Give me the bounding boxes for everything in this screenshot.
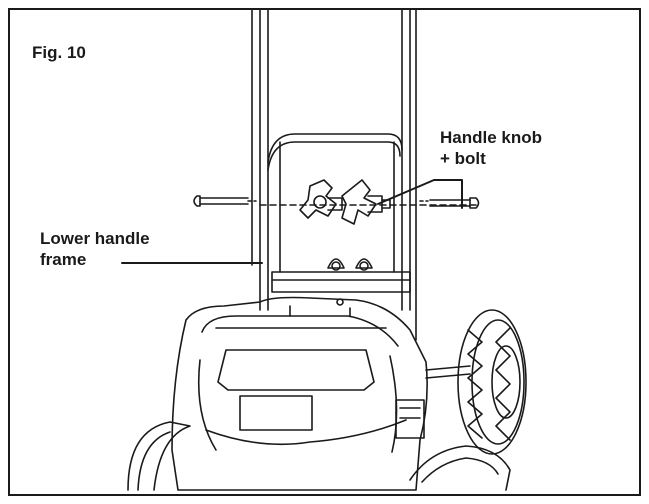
callout-lower-handle-frame-line1: Lower handle: [40, 229, 150, 248]
leader-line-knob: [378, 180, 462, 208]
handle-crossbar: [268, 134, 402, 272]
wheel: [458, 310, 526, 454]
cart-body: [172, 298, 427, 491]
callout-handle-knob-line1: Handle knob: [440, 128, 543, 147]
callout-lower-handle-frame-line2: frame: [40, 250, 87, 270]
figure-label-text: Fig. 10: [32, 43, 86, 62]
upper-handle-tube-left: [252, 10, 268, 310]
fender-right: [410, 446, 510, 490]
mounting-slots: [272, 259, 410, 305]
axle: [426, 366, 470, 378]
figure-frame: Fig. 10 Handle knob + bolt Lower handle …: [8, 8, 641, 496]
side-latch: [396, 400, 424, 438]
upper-handle-tube-right: [402, 10, 416, 340]
callout-handle-knob: Handle knob + bolt: [440, 127, 542, 170]
bolt-left: [194, 196, 256, 206]
callout-handle-knob-line2: + bolt: [440, 149, 486, 169]
handle-knob-left: [300, 180, 342, 218]
assembly-drawing: [10, 10, 641, 496]
callout-lower-handle-frame: Lower handle frame: [40, 228, 150, 271]
fender-left: [128, 422, 190, 490]
bolt-right: [420, 198, 479, 208]
figure-label: Fig. 10: [32, 42, 86, 63]
